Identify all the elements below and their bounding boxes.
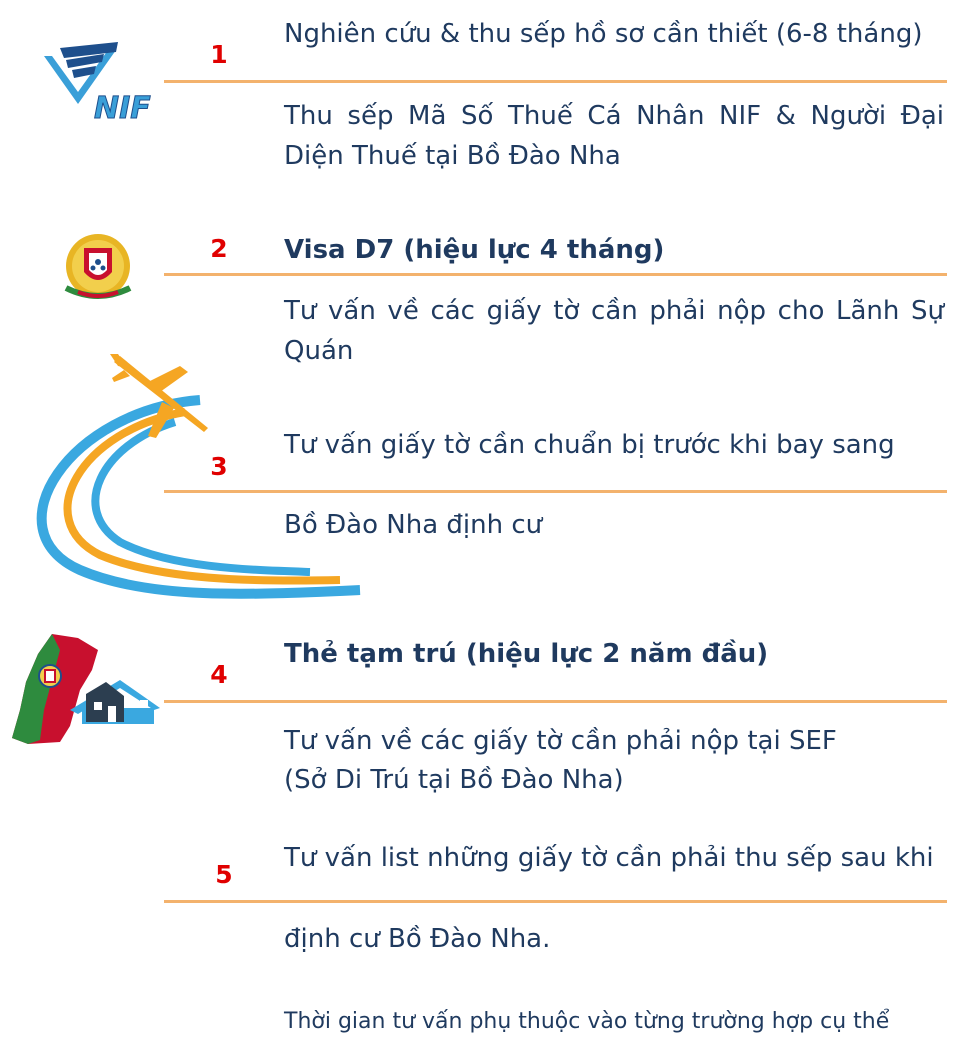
airplane-icon <box>110 354 208 438</box>
step-3-title: Tư vấn giấy tờ cần chuẩn bị trước khi ba… <box>284 430 895 460</box>
step-5-title: Tư vấn list những giấy tờ cần phải thu s… <box>284 843 934 873</box>
flight-arc-graphic <box>36 395 361 599</box>
step-number-4: 4 <box>210 660 228 689</box>
step-number-5: 5 <box>215 860 233 889</box>
step-3-divider <box>164 490 947 493</box>
step-1-divider <box>164 80 947 83</box>
step-2-title: Visa D7 (hiệu lực 4 tháng) <box>284 235 665 265</box>
step-2-divider <box>164 273 947 276</box>
step-number-1: 1 <box>210 40 228 69</box>
nif-logo-text: NIF <box>94 91 151 126</box>
step-5-detail: định cư Bồ Đào Nha. <box>284 924 551 954</box>
step-number-2: 2 <box>210 234 228 263</box>
step-4-detail-line1: Tư vấn về các giấy tờ cần phải nộp tại S… <box>284 726 837 756</box>
step-1-title: Nghiên cứu & thu sếp hồ sơ cần thiết (6-… <box>284 19 923 49</box>
step-4-title: Thẻ tạm trú (hiệu lực 2 năm đầu) <box>284 639 769 669</box>
step-1-detail: Thu sếp Mã Số Thuế Cá Nhân NIF & Người Đ… <box>284 101 944 171</box>
step-4-detail-line2: (Sở Di Trú tại Bồ Đào Nha) <box>284 765 624 795</box>
nif-logo-icon: NIF <box>44 42 152 127</box>
step-5-divider <box>164 900 947 903</box>
portugal-map-house-icon <box>12 634 160 744</box>
step-2-detail: Tư vấn về các giấy tờ cần phải nộp cho L… <box>284 296 944 366</box>
step-3-detail: Bồ Đào Nha định cư <box>284 510 543 540</box>
footer-note: Thời gian tư vấn phụ thuộc vào từng trườ… <box>284 1009 890 1034</box>
step-number-3: 3 <box>210 452 228 481</box>
step-4-divider <box>164 700 947 703</box>
portugal-coat-of-arms-icon <box>64 234 132 299</box>
